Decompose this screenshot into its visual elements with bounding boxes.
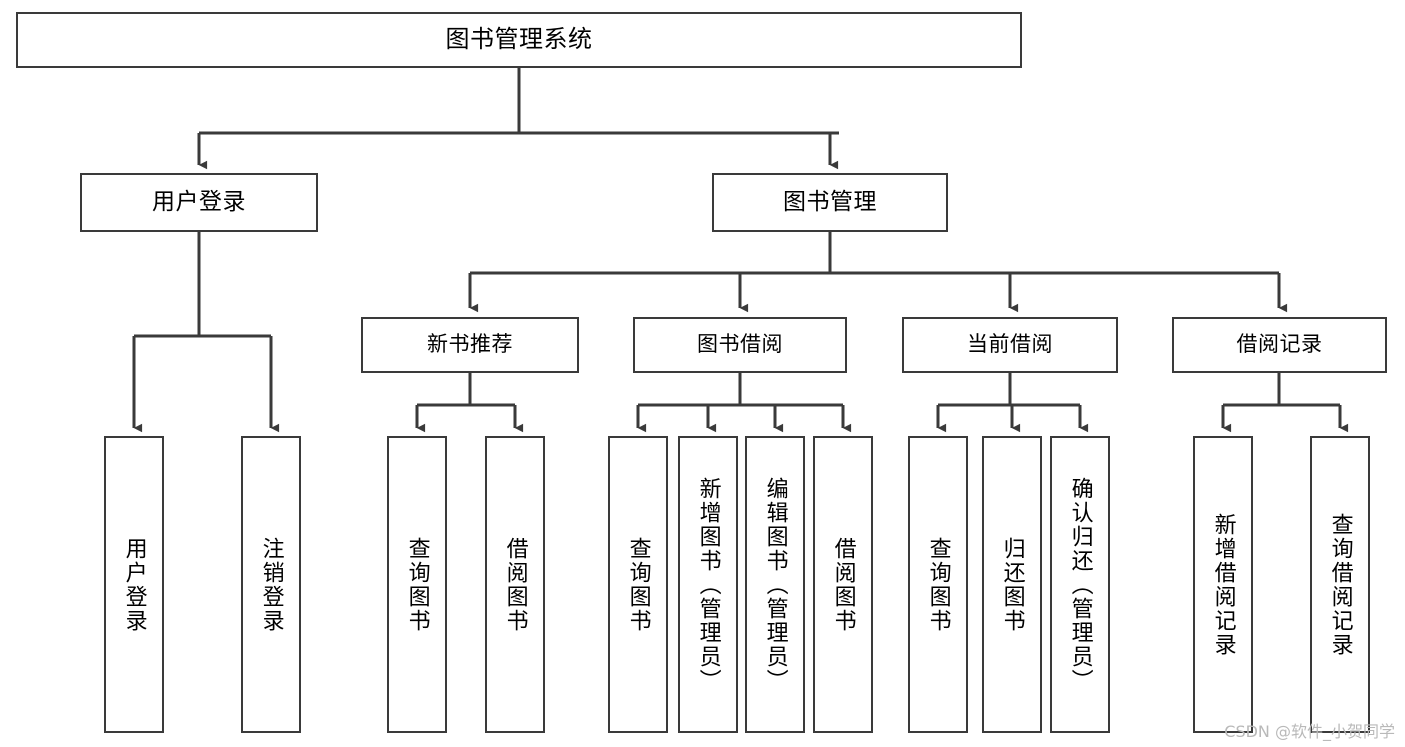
- node-label: 用户登录: [121, 536, 147, 633]
- node-label: 新增借阅记录: [1210, 512, 1236, 657]
- node-borrow-record[interactable]: 借阅记录: [1172, 317, 1387, 373]
- node-label: 查询图书: [625, 536, 651, 633]
- node-label: 新书推荐: [427, 332, 513, 357]
- node-book-borrow[interactable]: 图书借阅: [633, 317, 847, 373]
- node-label: 当前借阅: [967, 332, 1053, 357]
- node-leaf-query-book-borrow[interactable]: 查询图书: [608, 436, 668, 733]
- node-label: 确认归还（管理员）: [1067, 476, 1093, 693]
- node-new-book-recommend[interactable]: 新书推荐: [361, 317, 579, 373]
- node-leaf-user-logout[interactable]: 注销登录: [241, 436, 301, 733]
- node-label: 图书管理: [783, 189, 877, 216]
- csdn-watermark: CSDN @软件_小贺同学: [1224, 722, 1395, 741]
- node-label: 归还图书: [999, 536, 1025, 633]
- node-leaf-query-book-recommend[interactable]: 查询图书: [387, 436, 447, 733]
- node-user-login[interactable]: 用户登录: [80, 173, 318, 232]
- node-label: 借阅图书: [502, 536, 528, 633]
- node-leaf-add-borrow-record[interactable]: 新增借阅记录: [1193, 436, 1253, 733]
- node-label: 借阅记录: [1236, 332, 1323, 357]
- node-label: 用户登录: [152, 189, 246, 216]
- node-label: 借阅图书: [830, 536, 856, 633]
- node-current-borrow[interactable]: 当前借阅: [902, 317, 1118, 373]
- node-book-management[interactable]: 图书管理: [712, 173, 948, 232]
- node-leaf-edit-book[interactable]: 编辑图书（管理员）: [745, 436, 805, 733]
- node-leaf-query-book-current[interactable]: 查询图书: [908, 436, 968, 733]
- node-leaf-return-book[interactable]: 归还图书: [982, 436, 1042, 733]
- node-leaf-borrow-book[interactable]: 借阅图书: [813, 436, 873, 733]
- node-label: 新增图书（管理员）: [695, 476, 721, 693]
- node-book-management-system[interactable]: 图书管理系统: [16, 12, 1022, 68]
- node-label: 查询借阅记录: [1327, 512, 1353, 657]
- node-leaf-query-borrow-record[interactable]: 查询借阅记录: [1310, 436, 1370, 733]
- node-label: 编辑图书（管理员）: [762, 476, 788, 693]
- node-label: 查询图书: [404, 536, 430, 633]
- node-leaf-add-book[interactable]: 新增图书（管理员）: [678, 436, 738, 733]
- node-label: 注销登录: [258, 536, 284, 633]
- node-leaf-borrow-book-recommend[interactable]: 借阅图书: [485, 436, 545, 733]
- node-leaf-user-login[interactable]: 用户登录: [104, 436, 164, 733]
- node-label: 查询图书: [925, 536, 951, 633]
- node-leaf-confirm-return[interactable]: 确认归还（管理员）: [1050, 436, 1110, 733]
- node-label: 图书管理系统: [445, 25, 593, 54]
- node-label: 图书借阅: [697, 332, 783, 357]
